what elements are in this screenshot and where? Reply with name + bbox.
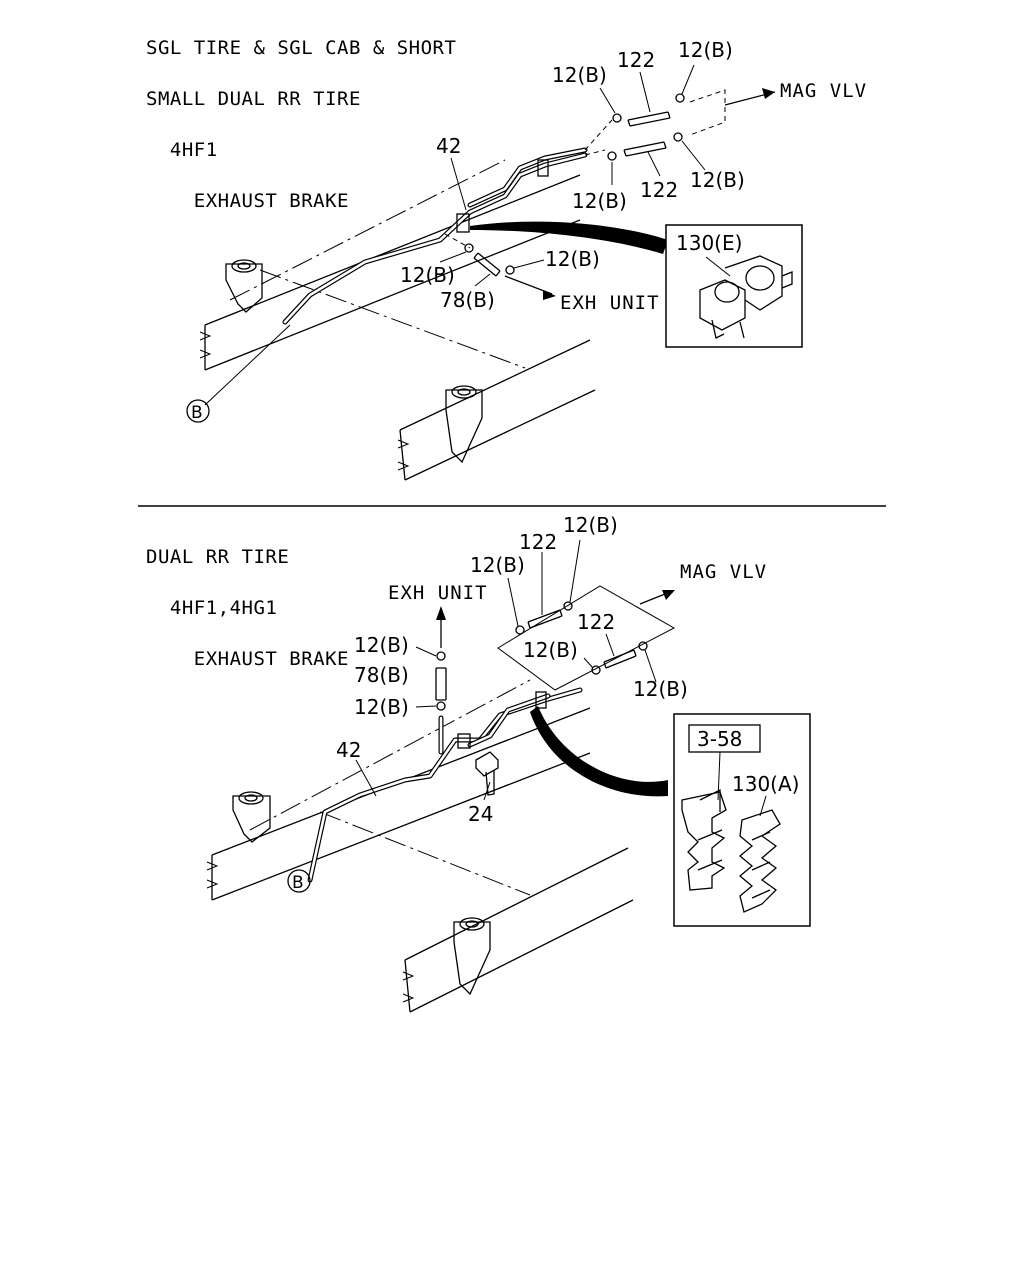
label-detail-bottom: 130(A) — [732, 772, 799, 796]
frame-rail-front-bottom — [206, 707, 591, 901]
label-ref-bottom: B — [292, 873, 304, 893]
top-header: SGL TIRE & SGL CAB & SHORT SMALL DUAL RR… — [146, 6, 456, 227]
hose-122-upper-bottom — [515, 601, 573, 635]
ref-circle-bottom — [287, 869, 311, 893]
frame-rail-rear — [397, 339, 596, 481]
label-clip-e-bottom: 12(B) — [523, 638, 578, 662]
label-ref: B — [191, 403, 203, 423]
ref-box-3-58 — [688, 724, 761, 753]
label-hose-b-bottom: 122 — [577, 610, 615, 634]
detail-leader-bottom — [530, 706, 668, 797]
label-detail: 130(E) — [676, 231, 742, 255]
frame-centerline — [229, 159, 506, 301]
frame-rail-front — [199, 174, 581, 371]
hose-78b-vertical — [435, 651, 447, 711]
label-clip-c: 12(B) — [572, 189, 627, 213]
top-section: 12(B) 122 12(B) MAG VLV 42 12(B) 122 12(… — [186, 38, 867, 481]
bottom-header-line-2: 4HF1,4HG1 — [146, 597, 278, 619]
cross-member-line-bottom — [319, 811, 531, 896]
top-leaders — [439, 64, 706, 287]
hose-78b-top — [464, 243, 515, 277]
label-clip-d-bottom: 12(B) — [354, 695, 409, 719]
label-exh-unit: EXH UNIT — [560, 292, 660, 314]
detail-leader-top — [470, 221, 668, 254]
bottom-section: 12(B) 122 12(B) MAG VLV EXH UNIT 12(B) 7… — [206, 513, 811, 1013]
top-header-line-3: 4HF1 — [146, 139, 218, 161]
label-hose-c: 78(B) — [440, 288, 495, 312]
label-clip-b-bottom: 12(B) — [563, 513, 618, 537]
label-mag-vlv: MAG VLV — [780, 80, 867, 102]
mount-left-bottom — [232, 791, 271, 843]
pipe-42-bottom — [307, 687, 583, 883]
label-clip-d: 12(B) — [690, 168, 745, 192]
label-clip-e: 12(B) — [400, 263, 455, 287]
label-pipe-bottom: 42 — [336, 738, 361, 762]
mag-vlv-bracket — [689, 89, 726, 136]
hose-122-lower — [607, 132, 683, 161]
detail-panel-130a — [673, 713, 811, 927]
label-clip-c-bottom: 12(B) — [354, 633, 409, 657]
label-clip-a: 12(B) — [552, 63, 607, 87]
mount-left — [225, 259, 263, 313]
bottom-leaders — [355, 539, 657, 797]
frame-centerline-bottom — [249, 679, 531, 831]
top-header-line-4: EXHAUST BRAKE — [146, 190, 349, 212]
label-mag-vlv-bottom: MAG VLV — [680, 561, 767, 583]
ref-leader — [204, 324, 291, 406]
label-clip-f: 12(B) — [545, 247, 600, 271]
detail-panel-130e — [665, 224, 803, 348]
top-header-line-1: SGL TIRE & SGL CAB & SHORT — [146, 37, 457, 59]
bottom-header-line-1: DUAL RR TIRE — [146, 546, 290, 568]
bottom-header-line-3: EXHAUST BRAKE — [146, 648, 349, 670]
mount-right-bottom — [453, 917, 491, 996]
label-clip-a-bottom: 12(B) — [470, 553, 525, 577]
frame-rail-rear-bottom — [402, 847, 634, 1013]
label-ref-box-bottom: 3-58 — [697, 727, 742, 751]
label-hose-a: 122 — [617, 48, 655, 72]
label-clip-f-bottom: 12(B) — [633, 677, 688, 701]
bottom-header: DUAL RR TIRE 4HF1,4HG1 EXHAUST BRAKE — [146, 515, 349, 685]
ref-circle-top — [186, 399, 210, 423]
mag-vlv-bracket-bottom — [497, 585, 676, 691]
label-hose-c-bottom: 78(B) — [354, 663, 409, 687]
label-hose-a-bottom: 122 — [519, 530, 557, 554]
mount-right — [445, 385, 483, 464]
top-header-line-2: SMALL DUAL RR TIRE — [146, 88, 361, 110]
pipe-42 — [282, 119, 613, 325]
label-bolt-bottom: 24 — [468, 802, 493, 826]
label-hose-b: 122 — [640, 178, 678, 202]
bolt-24 — [475, 751, 499, 801]
cross-member-line — [259, 269, 526, 369]
label-clip-b: 12(B) — [678, 38, 733, 62]
label-exh-unit-bottom: EXH UNIT — [388, 582, 488, 604]
hose-122-upper — [612, 93, 685, 127]
label-pipe: 42 — [436, 134, 461, 158]
